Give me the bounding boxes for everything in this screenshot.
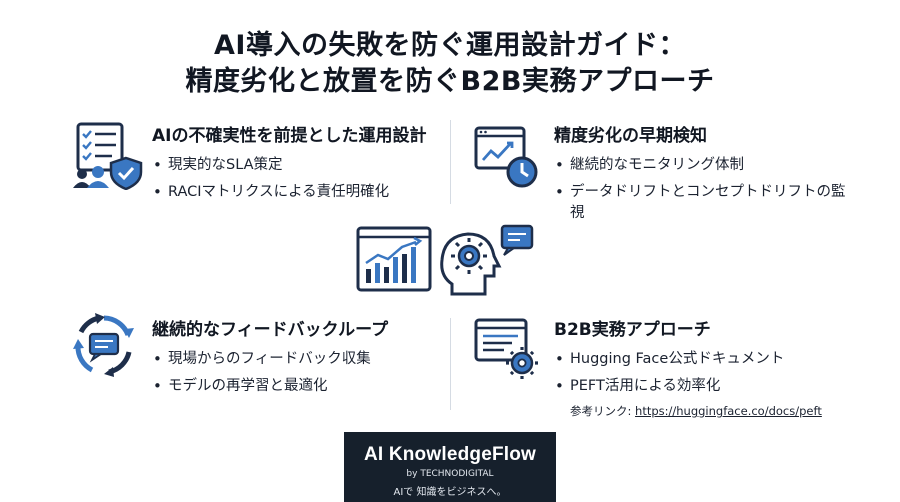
checklist-team-shield-icon: [73, 122, 143, 190]
reference-link-line: 参考リンク: https://huggingface.co/docs/peft: [570, 403, 864, 419]
bullet-sla: 現実的なSLA策定: [152, 155, 482, 176]
section-b2b-approach: B2B実務アプローチ Hugging Face公式ドキュメント PEFT活用によ…: [554, 318, 864, 419]
section-feedback-loop: 継続的なフィードバックループ 現場からのフィードバック収集 モデルの再学習と最適…: [152, 318, 482, 403]
section-heading: AIの不確実性を前提とした運用設計: [152, 126, 427, 146]
bullet-hf-docs: Hugging Face公式ドキュメント: [554, 349, 864, 370]
section-heading: 精度劣化の早期検知: [554, 126, 707, 146]
chart-clock-icon: [474, 126, 538, 188]
brand-name: AI KnowledgeFlow: [363, 444, 537, 465]
reference-link[interactable]: https://huggingface.co/docs/peft: [635, 404, 822, 418]
page-title: AI導入の失敗を防ぐ運用設計ガイド： 精度劣化と放置を防ぐB2B実務アプローチ: [0, 28, 900, 100]
section-early-detection: 精度劣化の早期検知 継続的なモニタリング体制 データドリフトとコンセプトドリフト…: [554, 124, 854, 230]
brand-byline: by TECHNODIGITAL: [406, 469, 494, 479]
brand-tagline: AIで 知識をビジネスへ。: [393, 487, 507, 498]
title-line-2: 精度劣化と放置を防ぐB2B実務アプローチ: [185, 66, 715, 97]
cycle-chat-icon: [73, 313, 134, 377]
title-line-1: AI導入の失敗を防ぐ運用設計ガイド：: [214, 30, 686, 61]
reference-label: 参考リンク:: [570, 404, 636, 418]
ai-head-gear-chart-icon: [356, 224, 534, 296]
bullet-peft: PEFT活用による効率化: [554, 376, 864, 397]
section-heading: 継続的なフィードバックループ: [152, 320, 389, 340]
section-uncertainty-operations: AIの不確実性を前提とした運用設計 現実的なSLA策定 RACIマトリクスによる…: [152, 124, 482, 209]
bullet-feedback-collection: 現場からのフィードバック収集: [152, 349, 482, 370]
section-heading: B2B実務アプローチ: [554, 320, 711, 340]
bullet-retraining: モデルの再学習と最適化: [152, 376, 482, 397]
bullet-monitoring: 継続的なモニタリング体制: [554, 155, 854, 176]
bullet-raci: RACIマトリクスによる責任明確化: [152, 182, 482, 203]
brand-logo: AI KnowledgeFlow by TECHNODIGITAL AIで 知識…: [344, 432, 556, 502]
document-gear-icon: [474, 318, 538, 379]
bullet-drift: データドリフトとコンセプトドリフトの監視: [554, 182, 854, 224]
